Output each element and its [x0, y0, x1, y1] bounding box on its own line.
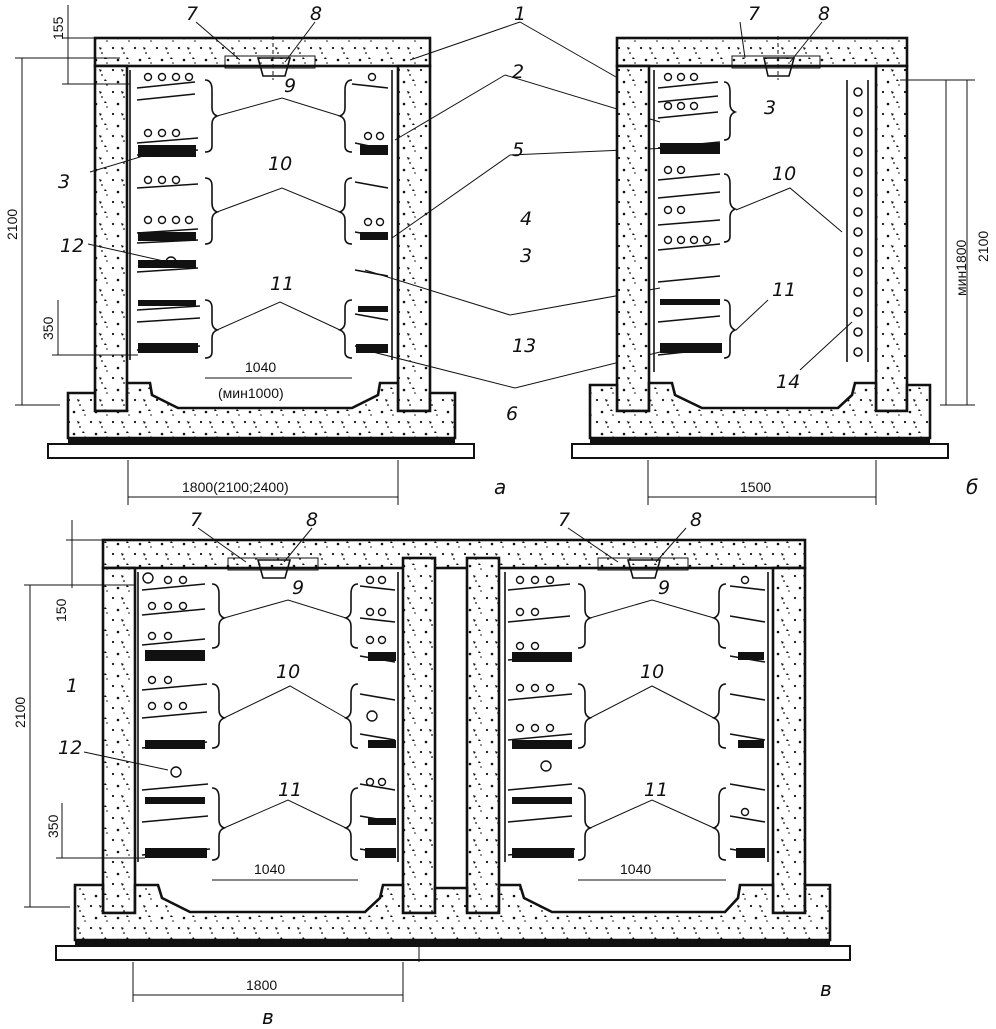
dim-bottom-350: 350 — [40, 316, 56, 340]
dim-height-2100-b: 2100 — [975, 231, 991, 262]
callout-8-b: 8 — [818, 3, 830, 25]
panel-caption-v: в — [820, 977, 832, 1001]
callout-10-b: 10 — [772, 163, 796, 185]
callout-7-b: 7 — [748, 3, 760, 25]
callout-11-v-right: 11 — [644, 779, 668, 801]
callout-9-v-left: 9 — [292, 577, 304, 599]
dim-inner-1040-v-right: 1040 — [620, 861, 651, 877]
callout-1-v: 1 — [66, 675, 78, 697]
dim-height-2100-v: 2100 — [12, 697, 28, 728]
callout-7-v-right: 7 — [558, 509, 570, 531]
dim-width-1800-v: 1800 — [246, 977, 277, 993]
callout-7: 7 — [186, 3, 198, 25]
callout-1: 1 — [514, 3, 526, 25]
callout-8: 8 — [310, 3, 322, 25]
panel-v: 7 8 9 1 10 12 11 7 8 9 10 11 150 2100 35… — [12, 509, 851, 1029]
panel-caption-a: а — [494, 475, 506, 499]
callout-12: 12 — [60, 235, 84, 257]
callout-8-v-right: 8 — [690, 509, 702, 531]
callout-10-v-left: 10 — [276, 661, 300, 683]
callout-11-b: 11 — [772, 279, 796, 301]
callout-7-v-left: 7 — [190, 509, 202, 531]
dim-width: 1800(2100;2400) — [182, 479, 289, 495]
callout-2: 2 — [512, 61, 524, 83]
callout-6: 6 — [506, 403, 518, 425]
callout-12-v: 12 — [58, 737, 82, 759]
panel-b: 7 8 3 10 11 14 2100 мин1800 1500 б — [571, 3, 991, 505]
dim-inner-1040-v-left: 1040 — [254, 861, 285, 877]
callout-3-b: 3 — [764, 97, 776, 119]
dim-bottom-350-v: 350 — [45, 814, 61, 838]
dim-inner-min: (мин1000) — [218, 385, 284, 401]
callout-3b: 3 — [520, 245, 532, 267]
callout-14-b: 14 — [776, 371, 800, 393]
dim-top-150-v: 150 — [53, 598, 69, 622]
callout-11-v-left: 11 — [278, 779, 302, 801]
callout-8-v-left: 8 — [306, 509, 318, 531]
callout-10-v-right: 10 — [640, 661, 664, 683]
panel-ref-v: в — [262, 1005, 274, 1029]
callout-5: 5 — [512, 139, 524, 161]
dim-top-155: 155 — [50, 16, 66, 40]
callout-9-v-right: 9 — [658, 577, 670, 599]
callout-3: 3 — [58, 171, 70, 193]
dim-inner-1040: 1040 — [245, 359, 276, 375]
panel-caption-b: б — [966, 475, 978, 499]
callout-11: 11 — [270, 273, 294, 295]
callout-13: 13 — [512, 335, 536, 357]
dim-height-2100: 2100 — [4, 209, 20, 240]
callout-4: 4 — [520, 208, 532, 230]
callout-10: 10 — [268, 153, 292, 175]
dim-min-1800-b: мин1800 — [953, 239, 969, 296]
panel-a: 7 8 1 2 9 3 10 5 4 3 12 11 13 6 155 2100… — [4, 3, 671, 505]
dim-width-1500-b: 1500 — [740, 479, 771, 495]
callout-9: 9 — [284, 75, 296, 97]
